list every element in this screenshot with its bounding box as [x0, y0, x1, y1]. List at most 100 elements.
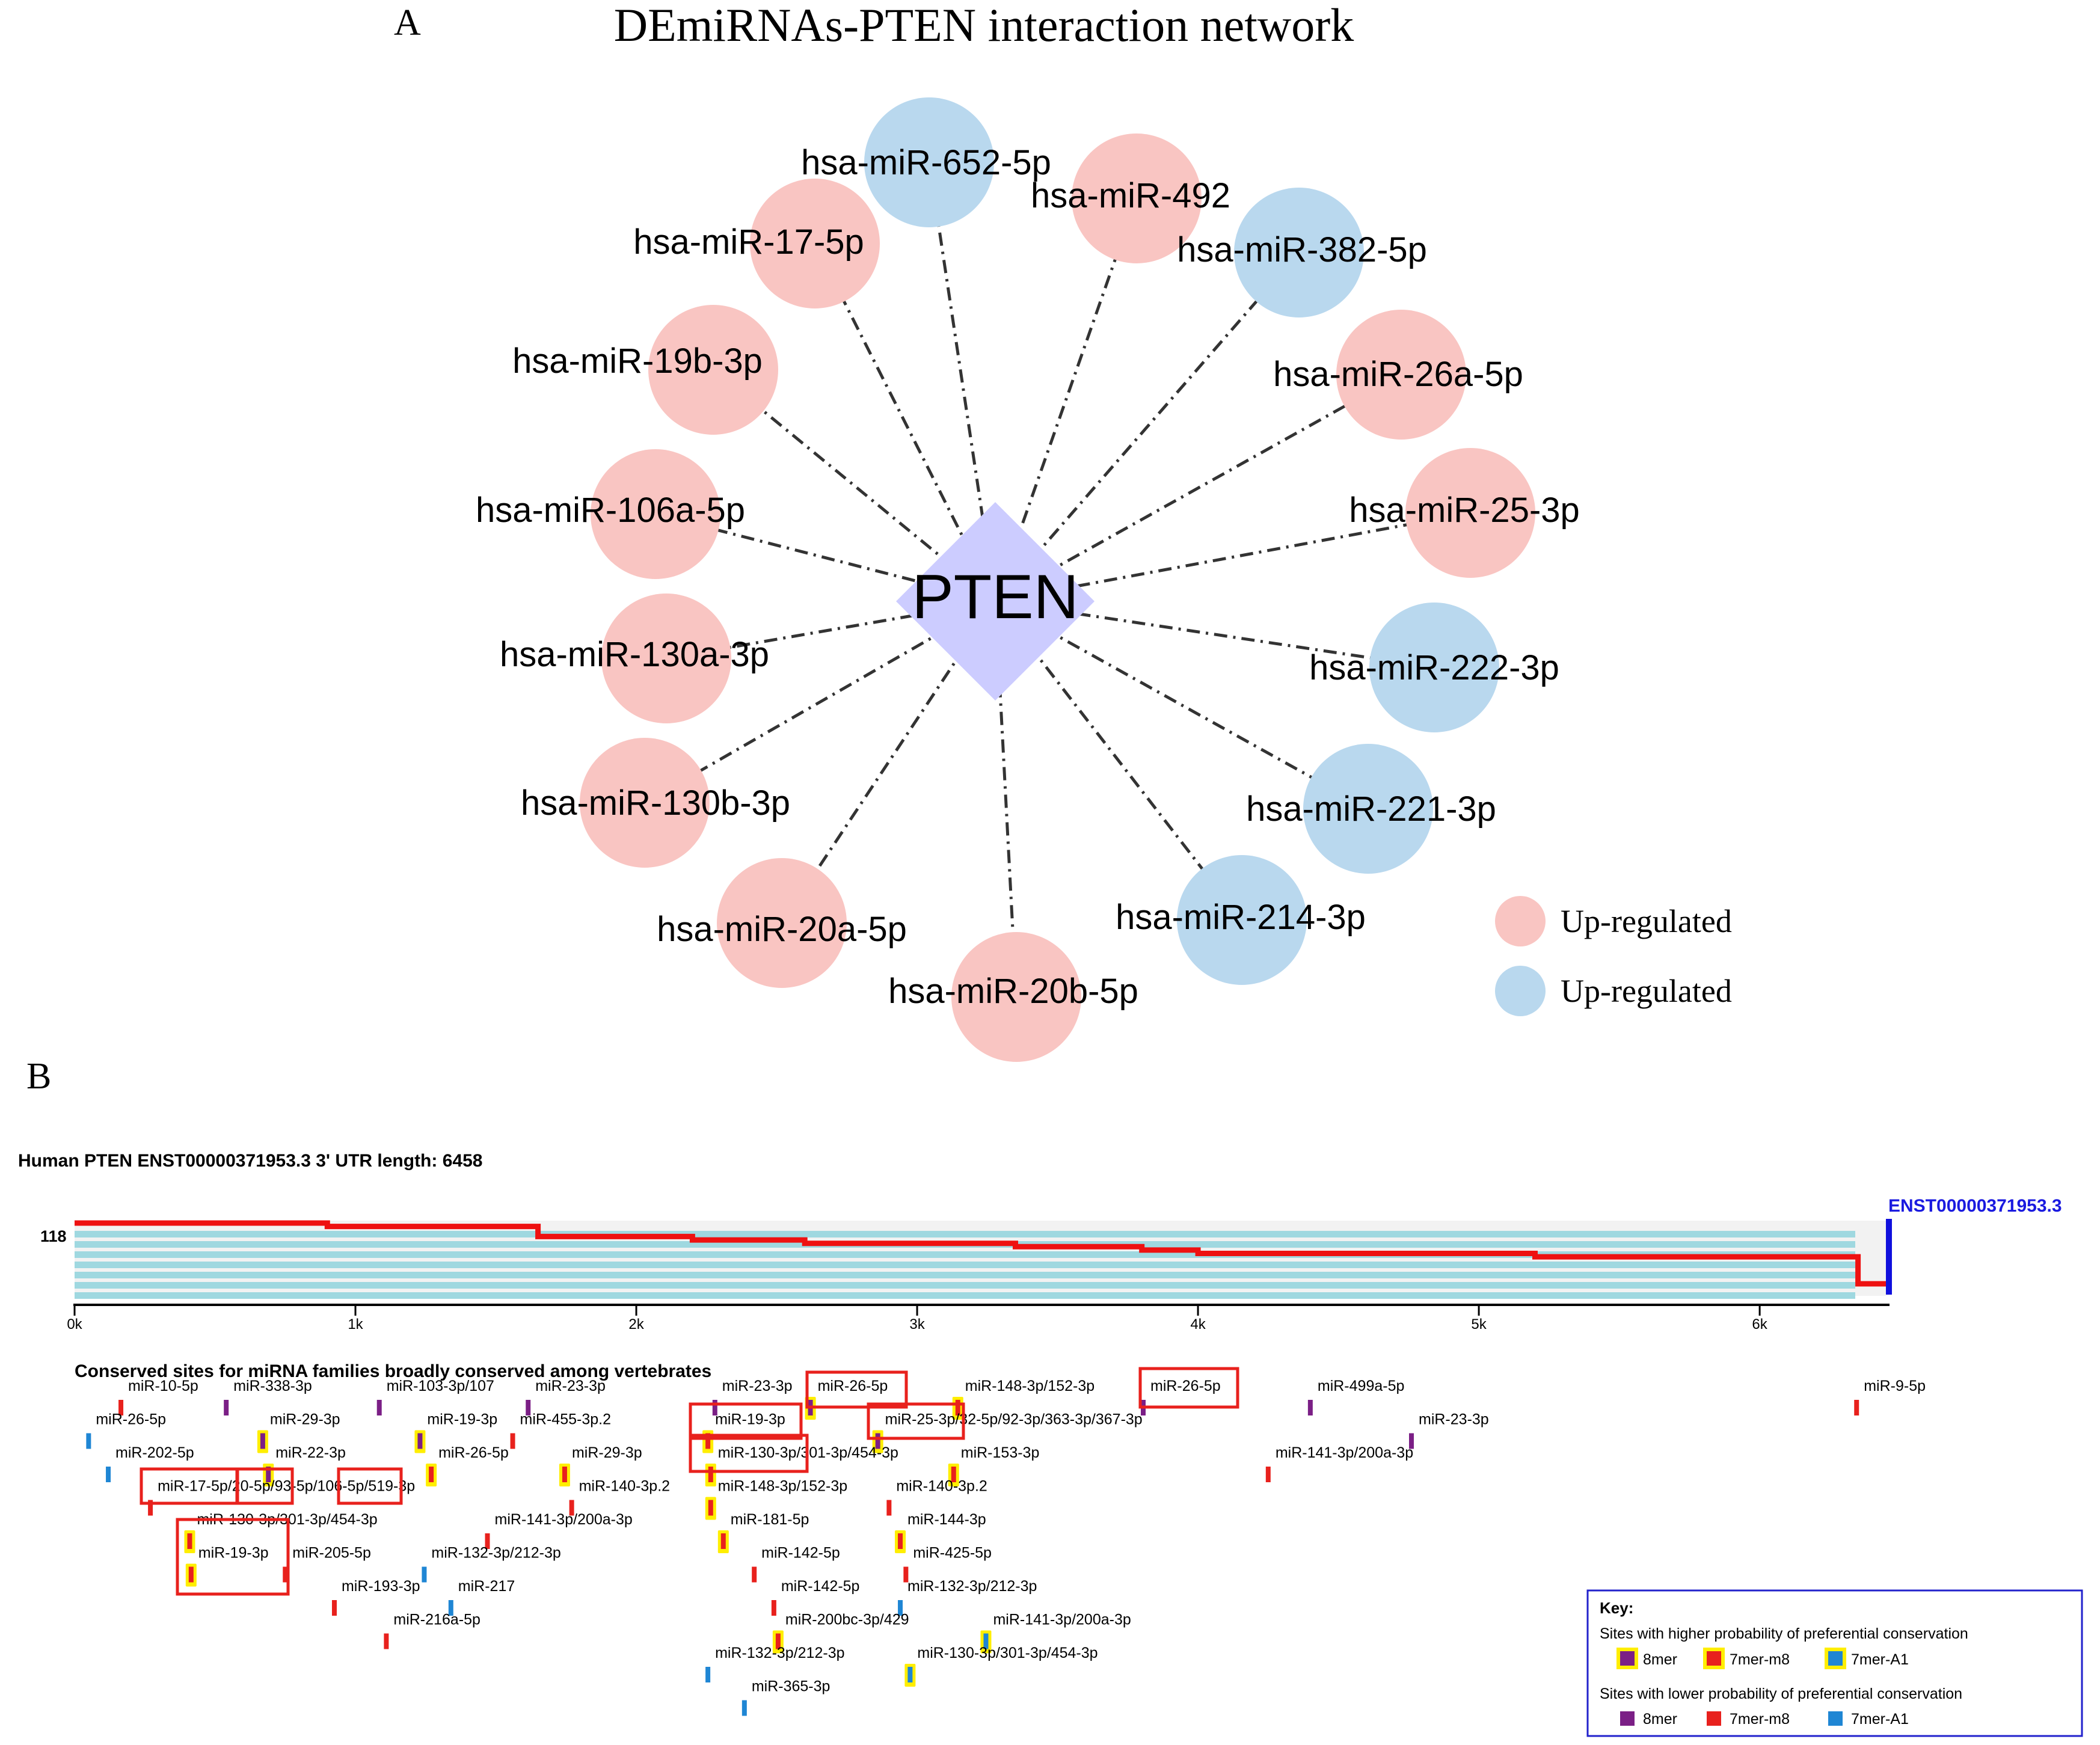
site-mark-7mer-m8: [1265, 1467, 1271, 1482]
site-mark-8mer: [526, 1400, 531, 1415]
node-hsa-miR-382-5p: [1234, 188, 1364, 317]
node-label-hsa-miR-19b-3p: hsa-miR-19b-3p: [512, 342, 763, 381]
site-label: miR-132-3p/212-3p: [907, 1578, 1037, 1595]
site-label: miR-148-3p/152-3p: [718, 1478, 847, 1495]
site-miR-202-5p: miR-202-5p: [106, 1444, 194, 1482]
edge-hsa-miR-25-3p: [995, 511, 1471, 603]
site-mark-7mer-m8: [708, 1500, 713, 1516]
site-label: miR-132-3p/212-3p: [715, 1645, 844, 1661]
axis-tick-label: 0k: [67, 1316, 82, 1333]
site-label: miR-103-3p/107: [387, 1378, 494, 1394]
site-label: miR-140-3p.2: [579, 1478, 670, 1495]
site-mark-8mer: [1307, 1400, 1313, 1415]
site-mark-7mer-m8: [562, 1467, 567, 1482]
key-high-label-7mer-A1: 7mer-A1: [1851, 1651, 1909, 1668]
site-mark-7mer-A1: [422, 1566, 427, 1583]
edge-hsa-miR-26a-5p: [994, 373, 1402, 603]
node-label-hsa-miR-652-5p: hsa-miR-652-5p: [801, 143, 1051, 182]
key-low-swatch-8mer: [1620, 1711, 1635, 1726]
node-label-hsa-miR-26a-5p: hsa-miR-26a-5p: [1273, 355, 1523, 394]
site-label: miR-202-5p: [115, 1444, 194, 1461]
utr-title: Human PTEN ENST00000371953.3 3' UTR leng…: [18, 1151, 482, 1171]
legend-label-down: Up-regulated: [1561, 973, 1732, 1009]
site-label: miR-19-3p: [715, 1411, 785, 1428]
key-low-swatch-7mer-m8: [1707, 1711, 1721, 1726]
site-mark-8mer: [266, 1467, 271, 1482]
site-miR-132-3p/212-3p: miR-132-3p/212-3p: [422, 1545, 561, 1583]
site-mark-7mer-m8: [283, 1566, 288, 1583]
site-miR-29-3p: miR-29-3p: [559, 1444, 642, 1486]
network-nodes: hsa-miR-652-5phsa-miR-492hsa-miR-382-5ph…: [476, 97, 1580, 1062]
site-mark-7mer-m8: [510, 1433, 515, 1449]
key-low-title: Sites with lower probability of preferen…: [1600, 1685, 1962, 1702]
site-mark-7mer-m8: [771, 1600, 776, 1616]
edge-hsa-miR-222-3p: [995, 600, 1435, 669]
node-hsa-miR-130a-3p: [601, 593, 731, 723]
site-label: miR-132-3p/212-3p: [431, 1545, 560, 1562]
site-miR-26-5p: miR-26-5p: [86, 1411, 166, 1449]
legend-label-up: Up-regulated: [1561, 903, 1732, 939]
site-miR-140-3p.2: miR-140-3p.2: [886, 1478, 987, 1516]
target-highlight-box: [235, 1467, 294, 1505]
site-mark-8mer: [712, 1400, 717, 1415]
axis-tick-label: 4k: [1190, 1316, 1206, 1333]
site-miR-142-5p: miR-142-5p: [752, 1545, 840, 1583]
site-mark-7mer-m8: [705, 1433, 711, 1449]
site-mark-7mer-A1: [898, 1600, 903, 1616]
site-label: miR-26-5p: [818, 1378, 888, 1394]
edge-hsa-miR-221-3p: [994, 600, 1369, 811]
node-label-hsa-miR-17-5p: hsa-miR-17-5p: [633, 222, 864, 262]
node-label-hsa-miR-20b-5p: hsa-miR-20b-5p: [888, 972, 1138, 1011]
edge-hsa-miR-652-5p: [927, 162, 997, 602]
track-stripe: [75, 1282, 1855, 1289]
sites-subtitle: Conserved sites for miRNA families broad…: [75, 1361, 711, 1381]
site-miR-26-5p: miR-26-5p: [1141, 1378, 1221, 1415]
node-label-hsa-miR-25-3p: hsa-miR-25-3p: [1349, 491, 1580, 530]
site-miR-10-5p: miR-10-5p: [118, 1378, 198, 1415]
node-hsa-miR-222-3p: [1369, 603, 1499, 732]
site-mark-7mer-m8: [903, 1566, 909, 1583]
node-label-hsa-miR-130b-3p: hsa-miR-130b-3p: [521, 784, 790, 823]
site-label: miR-140-3p.2: [896, 1478, 987, 1495]
node-hsa-miR-652-5p: [864, 97, 994, 227]
track-stripe: [75, 1272, 1855, 1278]
edge-hsa-miR-382-5p: [994, 251, 1300, 603]
site-miR-365-3p: miR-365-3p: [741, 1678, 830, 1716]
track-stripe: [75, 1251, 1855, 1258]
pten-hub-label: PTEN: [912, 562, 1078, 632]
site-label: miR-217: [458, 1578, 515, 1595]
site-label: miR-19-3p: [198, 1545, 269, 1562]
site-miR-181-5p: miR-181-5p: [717, 1511, 809, 1553]
panel-b: B Human PTEN ENST00000371953.3 3' UTR le…: [18, 1056, 2083, 1737]
target-highlight-box: [1138, 1367, 1239, 1409]
site-mark-7mer-m8: [886, 1500, 892, 1516]
key-high-label-8mer: 8mer: [1643, 1651, 1677, 1668]
key-low-swatch-7mer-A1: [1828, 1711, 1843, 1726]
site-label: miR-141-3p/200a-3p: [1276, 1444, 1413, 1461]
site-miR-144-3p: miR-144-3p: [895, 1511, 986, 1553]
site-miR-26-5p: miR-26-5p: [805, 1378, 888, 1420]
site-miR-141-3p/200a-3p: miR-141-3p/200a-3p: [980, 1612, 1131, 1654]
key-low-label-7mer-m8: 7mer-m8: [1730, 1711, 1790, 1728]
target-highlight-box: [867, 1402, 965, 1440]
site-miR-216a-5p: miR-216a-5p: [384, 1612, 480, 1649]
site-label: miR-144-3p: [907, 1511, 986, 1528]
key-high-swatch-8mer: [1620, 1651, 1635, 1666]
site-miR-19-3p: miR-19-3p: [702, 1411, 785, 1453]
site-label: miR-365-3p: [752, 1678, 830, 1695]
target-highlight-box: [337, 1467, 403, 1505]
site-label: miR-153-3p: [961, 1444, 1040, 1461]
site-mark-7mer-A1: [907, 1667, 913, 1682]
node-label-hsa-miR-106a-5p: hsa-miR-106a-5p: [476, 491, 745, 530]
site-miR-142-5p: miR-142-5p: [771, 1578, 859, 1616]
panel-b-letter: B: [26, 1056, 51, 1097]
site-miR-132-3p/212-3p: miR-132-3p/212-3p: [705, 1645, 845, 1682]
site-mark-7mer-m8: [708, 1467, 713, 1482]
node-hsa-miR-25-3p: [1405, 448, 1535, 578]
target-highlight-box: [689, 1434, 809, 1473]
site-miR-455-3p.2: miR-455-3p.2: [510, 1411, 611, 1449]
site-label: miR-23-3p: [1419, 1411, 1489, 1428]
track-stripe: [75, 1262, 1855, 1268]
key-high-label-7mer-m8: 7mer-m8: [1730, 1651, 1790, 1668]
